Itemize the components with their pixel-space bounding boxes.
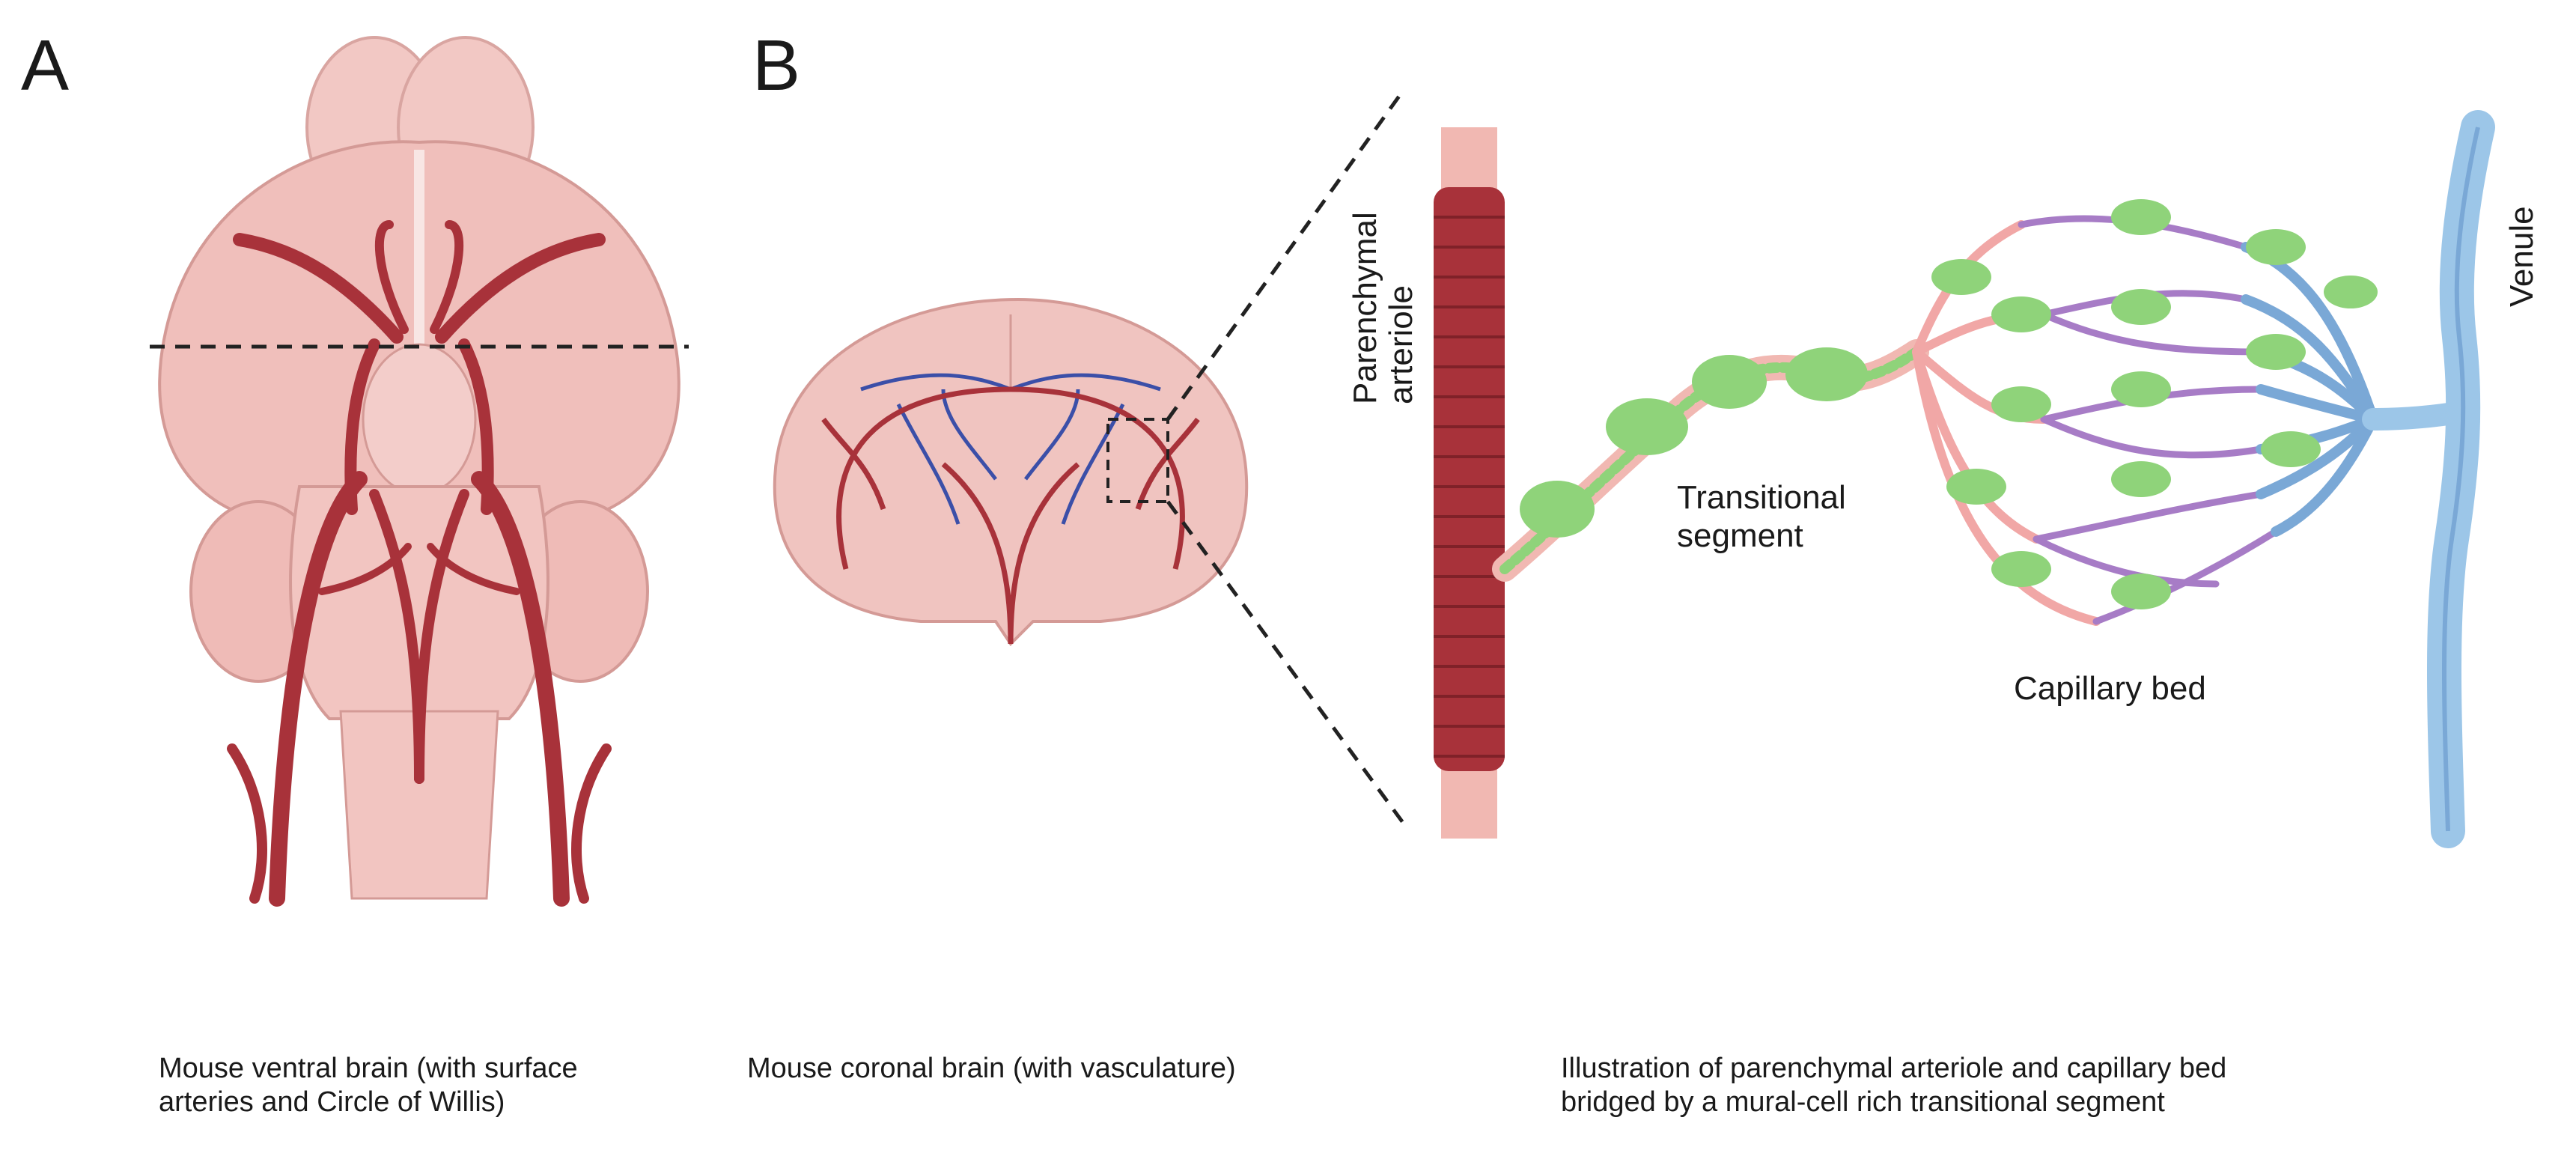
caption-panel-a: Mouse ventral brain (with surface arteri… <box>159 1052 578 1119</box>
parenchymal-arteriole <box>1434 127 1505 839</box>
zoom-line-bottom <box>1166 500 1406 825</box>
ventral-brain <box>158 36 680 907</box>
parenchymal-label-line1: Parenchymal <box>1347 212 1383 404</box>
caption-panel-b-main: Illustration of parenchymal arteriole an… <box>1561 1052 2226 1119</box>
transitional-segment <box>1492 339 1929 582</box>
zoom-line-top <box>1166 88 1406 421</box>
panel-a-letter: A <box>21 25 70 106</box>
caption-b-line2: bridged by a mural-cell rich transitiona… <box>1561 1086 2165 1118</box>
caption-b-line1: Illustration of parenchymal arteriole an… <box>1561 1053 2227 1084</box>
transitional-segment-label: Transitional segment <box>1677 479 1846 555</box>
coronal-brain <box>773 297 1249 647</box>
capillary-bed <box>1912 199 2474 626</box>
caption-a-line1: Mouse ventral brain (with surface <box>159 1053 578 1084</box>
venule-label: Venule <box>2503 206 2540 307</box>
capillary-bed-label: Capillary bed <box>2014 670 2206 707</box>
parenchymal-label-line2: arteriole <box>1383 285 1420 404</box>
caption-a-line2: arteries and Circle of Willis) <box>159 1086 505 1118</box>
panel-b-letter: B <box>752 25 801 106</box>
parenchymal-arteriole-label: Parenchymal arteriole <box>1347 212 1420 404</box>
transitional-label-line2: segment <box>1677 517 1803 554</box>
caption-coronal: Mouse coronal brain (with vasculature) <box>747 1053 1236 1084</box>
venule <box>2427 110 2495 848</box>
transitional-label-line1: Transitional <box>1677 479 1846 516</box>
